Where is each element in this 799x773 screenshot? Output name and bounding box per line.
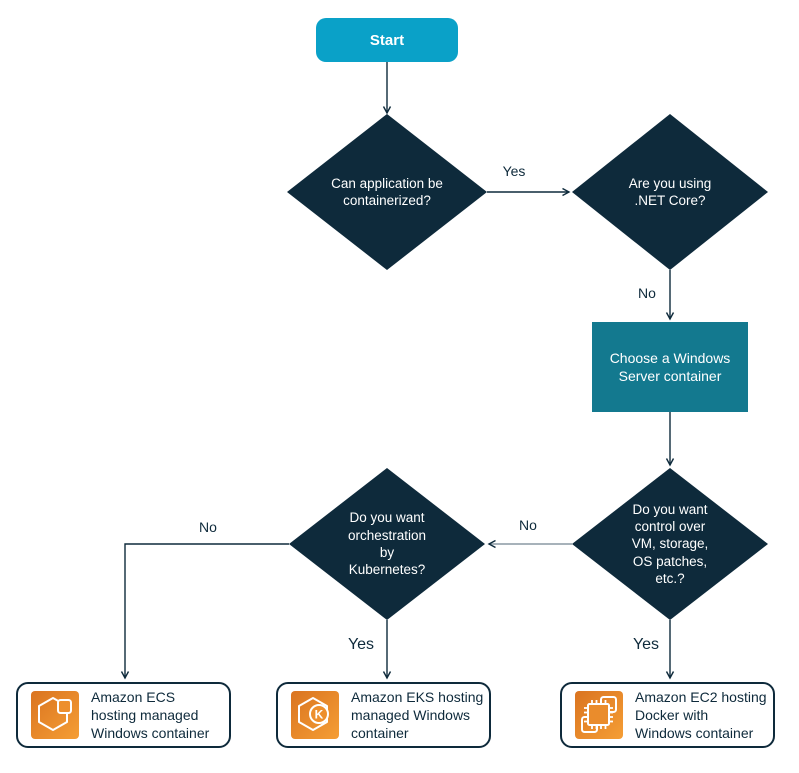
process-choose-windows-container: Choose a Windows Server container [592,322,748,412]
edge-label-yes-containerized: Yes [502,163,526,179]
amazon-eks-icon: K [291,691,339,739]
result-amazon-eks-label: Amazon EKS hosting managed Windows conta… [351,688,484,742]
edge-label-yes-orchestration: Yes [347,636,375,653]
result-amazon-eks: K Amazon EKS hosting managed Windows con… [276,682,491,748]
amazon-ec2-icon [575,691,623,739]
edge-label-no-orchestration: No [199,519,217,535]
decision-vm-control-label: Do you want control over VM, storage, OS… [631,501,709,586]
amazon-ecs-icon [31,691,79,739]
result-amazon-ecs: Amazon ECS hosting managed Windows conta… [16,682,231,748]
result-amazon-ecs-label: Amazon ECS hosting managed Windows conta… [91,688,210,742]
decision-netcore-label: Are you using .NET Core? [628,175,712,208]
result-amazon-ec2-label: Amazon EC2 hosting Docker with Windows c… [635,688,767,742]
process-choose-windows-container-label: Choose a Windows Server container [609,349,731,384]
start-node: Start [316,18,458,62]
edge-label-yes-control: Yes [632,636,660,653]
result-amazon-ec2: Amazon EC2 hosting Docker with Windows c… [560,682,775,748]
edge-label-no-control: No [519,517,537,533]
edge-label-no-netcore: No [638,285,656,301]
svg-text:K: K [315,708,324,722]
decision-kubernetes-orchestration-label: Do you want orchestration by Kubernetes? [347,510,427,578]
decision-containerized-label: Can application be containerized? [331,175,443,208]
